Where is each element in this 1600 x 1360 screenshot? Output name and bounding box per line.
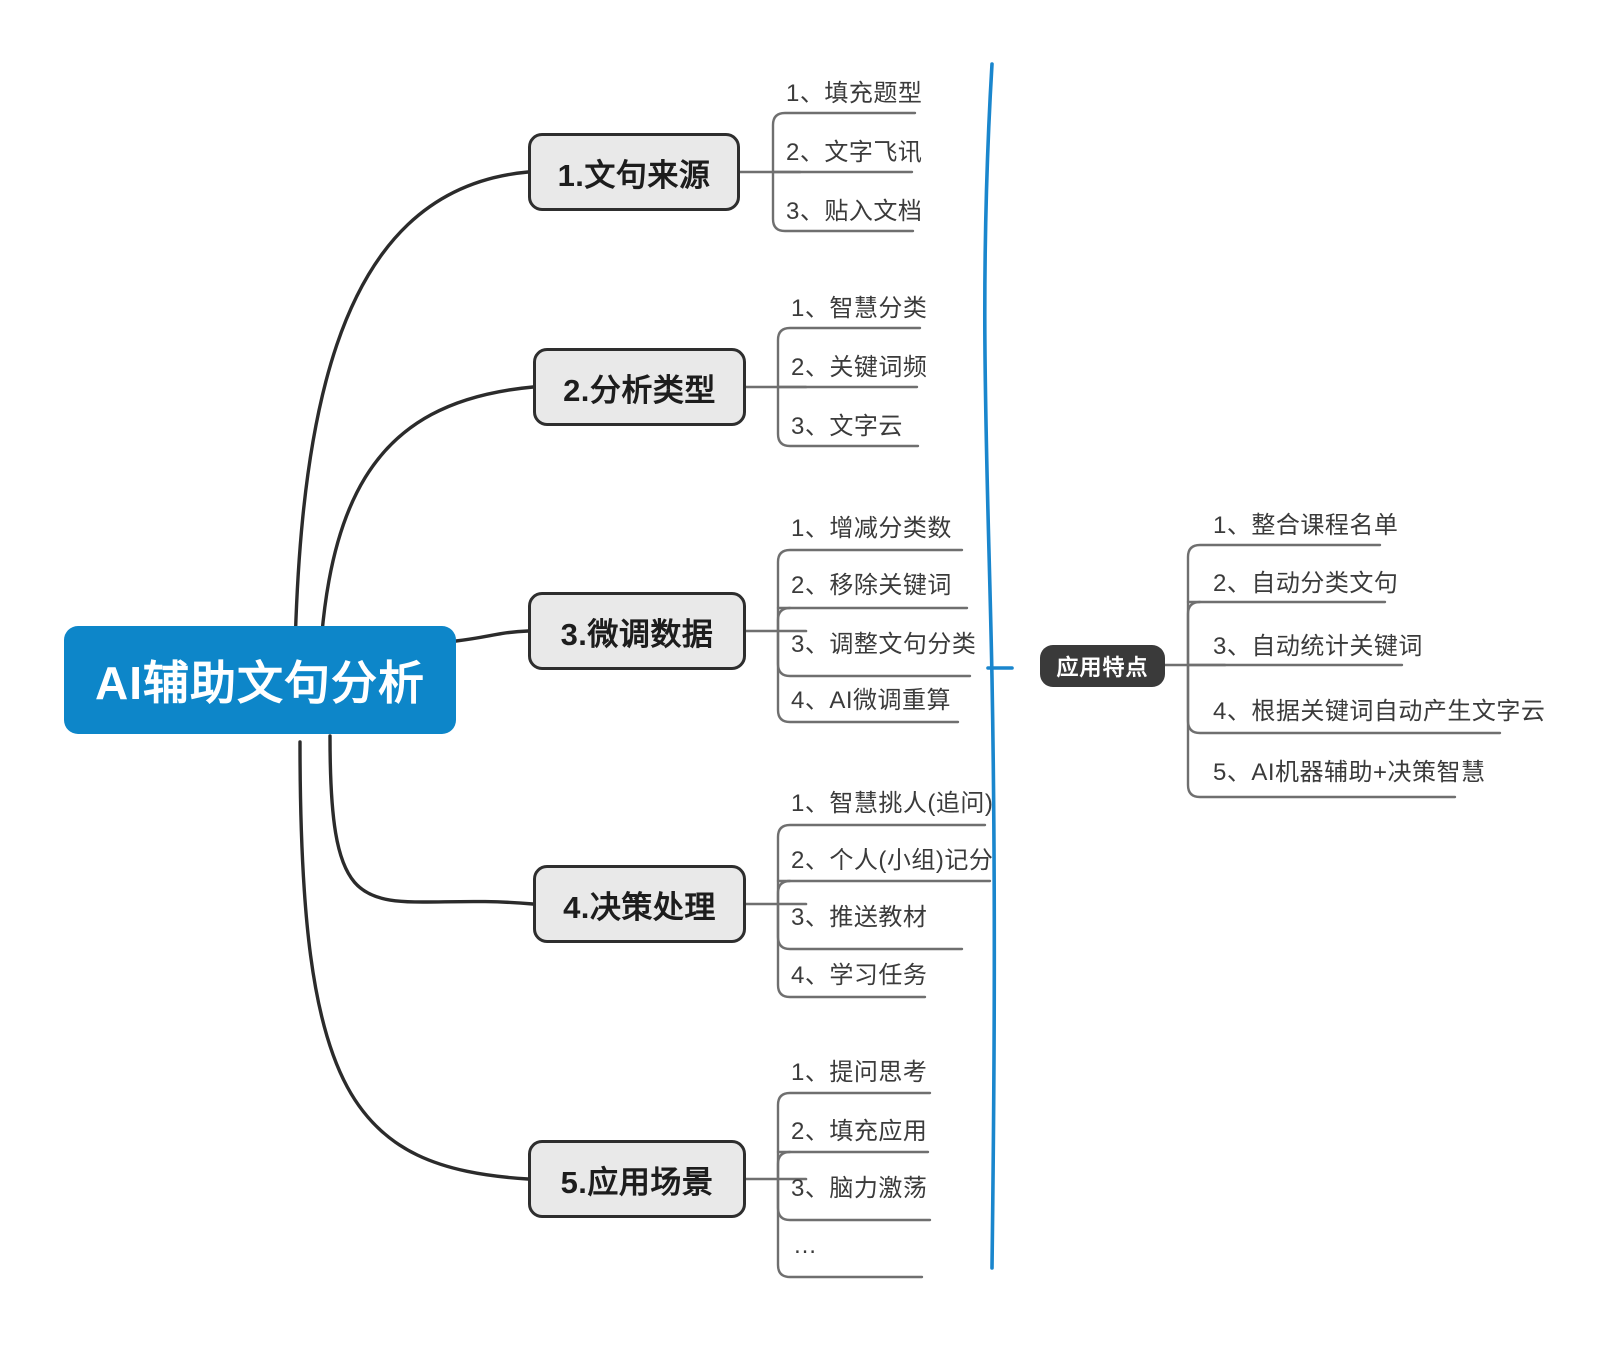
- leaf-side-i5[interactable]: 5、AI机器辅助+决策智慧: [1213, 759, 1486, 786]
- branch-node-2-label: 2.分析类型: [563, 372, 716, 408]
- branch-node-1-label: 1.文句来源: [557, 157, 711, 193]
- leaf-b1-i3[interactable]: 3、贴入文档: [786, 198, 923, 225]
- side-node-label: 应用特点: [1056, 655, 1149, 680]
- branch-node-2[interactable]: 2.分析类型: [533, 348, 746, 426]
- leaf-side-i1[interactable]: 1、整合课程名单: [1213, 512, 1399, 539]
- branch-node-3[interactable]: 3.微调数据: [528, 592, 746, 670]
- leaf-b5-i3[interactable]: 3、脑力激荡: [791, 1175, 928, 1202]
- root-node[interactable]: AI辅助文句分析: [64, 626, 456, 734]
- leaf-b5-i4[interactable]: …: [793, 1232, 819, 1259]
- root-node-label: AI辅助文句分析: [95, 657, 425, 709]
- leaf-side-i4[interactable]: 4、根据关键词自动产生文字云: [1213, 698, 1546, 725]
- leaf-side-i2[interactable]: 2、自动分类文句: [1213, 570, 1399, 597]
- leaf-b2-i1[interactable]: 1、智慧分类: [791, 295, 928, 322]
- leaf-b1-i1[interactable]: 1、填充题型: [786, 80, 923, 107]
- leaf-b1-i2[interactable]: 2、文字飞讯: [786, 139, 923, 166]
- leaf-side-i3[interactable]: 3、自动统计关键词: [1213, 633, 1423, 660]
- connector-root-branch-3: [454, 629, 530, 643]
- leaf-b4-i2[interactable]: 2、个人(小组)记分: [791, 847, 994, 874]
- leaf-b5-i2[interactable]: 2、填充应用: [791, 1118, 928, 1145]
- leaf-b4-i3[interactable]: 3、推送教材: [791, 904, 928, 931]
- side-node[interactable]: 应用特点: [1040, 645, 1165, 687]
- branch-node-1[interactable]: 1.文句来源: [528, 133, 740, 211]
- connector-root-branch-4: [328, 734, 535, 906]
- leaf-b2-i3[interactable]: 3、文字云: [791, 413, 903, 440]
- branch-node-4-label: 4.决策处理: [563, 889, 716, 925]
- leaf-b4-i1[interactable]: 1、智慧挑人(追问): [791, 790, 994, 817]
- leaf-b5-i1[interactable]: 1、提问思考: [791, 1059, 928, 1086]
- branch-node-4[interactable]: 4.决策处理: [533, 865, 746, 943]
- leaf-b3-i1[interactable]: 1、增减分类数: [791, 515, 952, 542]
- leaf-b4-i4[interactable]: 4、学习任务: [791, 962, 928, 989]
- branch-node-3-label: 3.微调数据: [560, 616, 714, 652]
- leaf-b3-i3[interactable]: 3、调整文句分类: [791, 631, 977, 658]
- leaf-b2-i2[interactable]: 2、关键词频: [791, 354, 928, 381]
- connector-root-branch-5: [298, 740, 530, 1181]
- branch-node-5-label: 5.应用场景: [560, 1164, 714, 1200]
- branch-node-5[interactable]: 5.应用场景: [528, 1140, 746, 1218]
- leaf-b3-i4[interactable]: 4、AI微调重算: [791, 687, 952, 714]
- leaf-b3-i2[interactable]: 2、移除关键词: [791, 572, 952, 599]
- accent-curve: [983, 62, 997, 1270]
